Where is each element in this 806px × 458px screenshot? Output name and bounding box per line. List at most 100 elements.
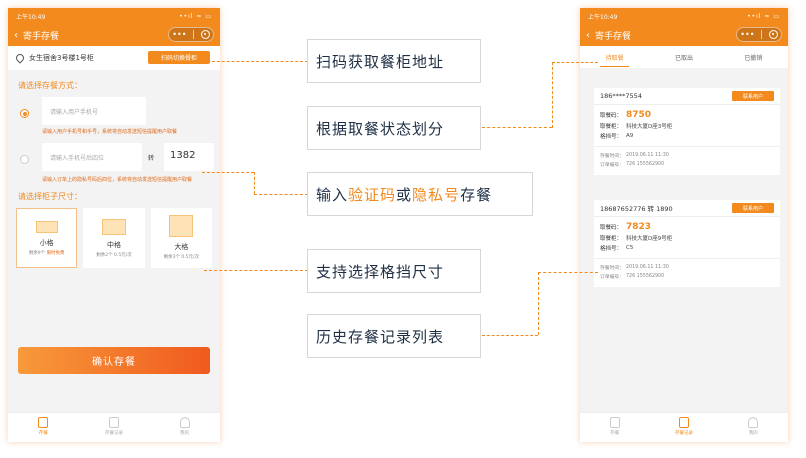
store-time-row: 存餐时间：2019.06.11 11:30 [594,151,780,160]
tab-cancelled[interactable]: 已撤销 [744,55,763,62]
size-selector: 小格 剩余9个 限时免费 中格 剩余2个 0.5元/次 大格 剩余3个 0.5元… [8,208,220,268]
radio-phone-selected[interactable] [20,109,29,118]
status-bar: 上午10:49 ••ıl ≈ ▭ [8,8,220,24]
size-card-large[interactable]: 大格 剩余3个 0.5元/次 [150,208,212,268]
store-time-row: 存餐时间：2019.06.11 11:30 [594,263,780,272]
mini-program-capsule[interactable]: ••• [168,27,214,42]
option-phone-number[interactable]: 请输入用户手机号 请输入用户手机号和手号，系统将自动发送短信提醒用户取餐 [8,97,220,137]
connector-line [254,194,308,195]
order-row: 订单编号：726 155562900 [594,272,780,281]
callout-highlight: 隐私号 [412,185,461,204]
tab-store[interactable]: 存餐 [8,413,79,442]
connector-line [254,172,255,194]
customer-phone: 18687652776 转 1890 [600,205,673,213]
tab-picked-up[interactable]: 已取出 [674,55,693,62]
order-number: 726 155562900 [626,274,665,279]
size-remaining: 剩余9个 [28,251,46,256]
scan-switch-locker-button[interactable]: 扫码切换餐柜 [148,51,210,64]
radio-privacy[interactable] [20,155,29,164]
privacy-number-input[interactable]: 请输入手机号后四位 [42,143,142,171]
privacy-hint: 请输入订单上的隐私号码后四位，系统将自动发送短信提醒用户取餐 [42,177,193,183]
connector-line [552,62,553,128]
page-title: 寄手存餐 [595,31,632,42]
callout-text: 或 [396,185,413,204]
status-tabs: 待取餐 已取出 已撤销 [580,46,788,68]
user-icon [748,417,759,428]
phone-number-input[interactable]: 请输入用户手机号 [42,97,146,125]
field-label: 存餐时间： [600,154,624,159]
size-remaining: 剩余3个 0.5元/次 [163,255,200,260]
customer-phone: 186****7554 [600,92,642,100]
callout-size-select: 支持选择格挡尺寸 [307,249,481,293]
pickup-code-row: 取餐码：7823 [594,221,780,233]
confirm-store-button[interactable]: 确认存餐 [18,347,210,374]
transfer-label: 转 [148,155,155,162]
connector-line [482,127,552,128]
callout-input-code: 输入验证码或隐私号存餐 [307,172,533,216]
meal-records-phone: 上午10:49 ••ıl ≈ ▭ ‹ 寄手存餐 ••• 待取餐 已取出 已撤销 … [580,8,788,442]
size-card-medium[interactable]: 中格 剩余2个 0.5元/次 [83,208,145,268]
store-time: 2019.06.11 11:30 [626,153,669,158]
more-icon[interactable]: ••• [740,30,755,39]
field-label: 取餐码： [600,225,623,231]
pickup-code: 7823 [626,222,652,232]
close-target-icon[interactable] [200,30,210,39]
capsule-divider [193,30,195,39]
bottom-tab-bar: 存餐 存餐记录 我的 [580,412,788,442]
more-icon[interactable]: ••• [172,30,187,39]
store-icon [609,417,620,428]
tab-label: 我的 [180,431,190,436]
size-card-small[interactable]: 小格 剩余9个 限时免费 [16,208,78,268]
field-label: 订单编号： [600,163,624,168]
size-name: 大格 [174,243,189,251]
back-icon[interactable]: ‹ [586,29,590,41]
callout-scan-address: 扫码获取餐柜地址 [307,39,481,83]
bottom-tab-bar: 存餐 存餐记录 我的 [8,412,220,442]
store-method-title: 请选择存餐方式： [18,81,82,90]
callout-history-list: 历史存餐记录列表 [307,314,481,358]
extension-number-input[interactable]: 1382 [164,143,214,171]
tab-mine[interactable]: 我的 [149,413,220,442]
field-label: 取餐码： [600,113,623,119]
size-name: 小格 [39,239,54,247]
tab-pending-pickup[interactable]: 待取餐 [580,46,649,68]
order-row: 订单编号：726 155562900 [594,160,780,169]
option-privacy-number[interactable]: 请输入手机号后四位 转 1382 请输入订单上的隐私号码后四位，系统将自动发送短… [8,143,220,189]
tab-store[interactable]: 存餐 [580,413,649,442]
locker-row: 取餐柜：科技大厦D座9号柜 [594,233,780,243]
locker-value: 科技大厦D座9号柜 [626,236,673,242]
connector-line [202,172,254,173]
record-card[interactable]: 186****7554 联系用户 取餐码：8750 取餐柜：科技大厦D座3号柜 … [594,88,780,175]
locker-address-row: 女生宿舍3号楼1号柜 扫码切换餐柜 [8,46,220,70]
tab-mine[interactable]: 我的 [719,413,788,442]
contact-user-button[interactable]: 联系用户 [732,91,774,101]
record-card[interactable]: 18687652776 转 1890 联系用户 取餐码：7823 取餐柜：科技大… [594,200,780,287]
tab-records[interactable]: 存餐记录 [79,413,150,442]
mini-program-capsule[interactable]: ••• [736,27,782,42]
pickup-code: 8750 [626,110,652,120]
field-label: 格挡号： [600,134,623,140]
pickup-code-row: 取餐码：8750 [594,109,780,121]
slot-row: 格挡号：C5 [594,243,780,253]
store-meal-phone: 上午10:49 ••ıl ≈ ▭ ‹ 寄手存餐 ••• 女生宿舍3号楼1号柜 扫… [8,8,220,442]
size-meta: 剩余9个 限时免费 [17,250,76,256]
card-header: 186****7554 联系用户 [594,88,780,105]
locker-value: 科技大厦D座3号柜 [626,124,673,130]
tab-label: 存餐记录 [105,431,123,436]
field-label: 格挡号： [600,246,623,252]
slot-value: C5 [626,245,634,251]
size-remaining: 剩余2个 0.5元/次 [96,253,132,258]
close-target-icon[interactable] [768,30,778,39]
field-label: 存餐时间： [600,266,624,271]
back-icon[interactable]: ‹ [14,29,18,41]
callout-text: 存餐 [460,185,493,204]
store-icon [38,417,49,428]
tab-records[interactable]: 存餐记录 [649,413,718,442]
tab-label: 存餐 [38,431,48,436]
connector-line [538,272,539,335]
contact-user-button[interactable]: 联系用户 [732,203,774,213]
connector-line [552,62,598,63]
status-bar: 上午10:49 ••ıl ≈ ▭ [580,8,788,24]
locker-address: 女生宿舍3号楼1号柜 [29,54,94,62]
